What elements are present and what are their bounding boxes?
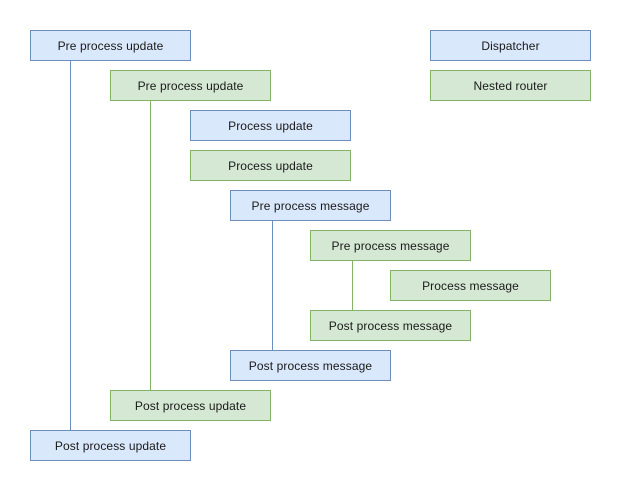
- node-process-update-dispatcher[interactable]: Process update: [190, 110, 351, 141]
- node-post-process-update-router[interactable]: Post process update: [110, 390, 271, 421]
- node-post-process-message-router[interactable]: Post process message: [310, 310, 471, 341]
- node-post-process-message-dispatcher[interactable]: Post process message: [230, 350, 391, 381]
- node-process-message-router[interactable]: Process message: [390, 270, 551, 301]
- node-label: Post process update: [134, 398, 247, 413]
- node-label: Process update: [228, 118, 313, 133]
- legend-item-nested-router[interactable]: Nested router: [430, 70, 591, 101]
- node-label: Pre process update: [137, 78, 244, 93]
- node-process-update-router[interactable]: Process update: [190, 150, 351, 181]
- legend-item-label: Dispatcher: [481, 38, 540, 53]
- legend-item-dispatcher[interactable]: Dispatcher: [430, 30, 591, 61]
- node-label: Post process message: [248, 358, 373, 373]
- node-pre-process-update-router[interactable]: Pre process update: [110, 70, 271, 101]
- node-pre-process-message-dispatcher[interactable]: Pre process message: [230, 190, 391, 221]
- node-label: Process update: [228, 158, 313, 173]
- node-label: Post process message: [328, 318, 453, 333]
- legend-item-label: Nested router: [473, 78, 548, 93]
- node-post-process-update-dispatcher[interactable]: Post process update: [30, 430, 191, 461]
- edge-pre-message-to-post-message-dispatcher: [272, 221, 273, 351]
- node-label: Process message: [422, 278, 519, 293]
- node-pre-process-message-router[interactable]: Pre process message: [310, 230, 471, 261]
- node-label: Post process update: [54, 438, 167, 453]
- edge-pre-update-to-post-update-dispatcher: [70, 61, 71, 431]
- edge-pre-message-to-post-message-router: [352, 261, 353, 311]
- legend: Dispatcher Nested router: [430, 30, 591, 101]
- edge-pre-update-to-post-update-router: [150, 101, 151, 391]
- node-label: Pre process message: [251, 198, 370, 213]
- node-label: Pre process update: [57, 38, 164, 53]
- node-label: Pre process message: [331, 238, 450, 253]
- node-pre-process-update-dispatcher[interactable]: Pre process update: [30, 30, 191, 61]
